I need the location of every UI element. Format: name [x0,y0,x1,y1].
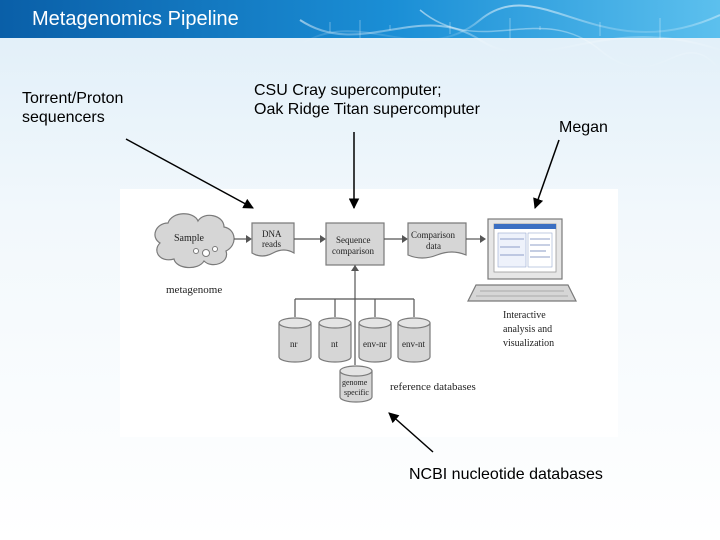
database-cylinder-nt [318,317,352,363]
interactive-label: visualization [503,338,554,349]
comparison-data-label: Comparison [411,230,455,240]
metagenome-label: metagenome [166,284,222,296]
genome-specific-label: genome [342,378,368,387]
flow-arrowhead [351,265,359,271]
database-cylinder-genome-specific [339,365,373,403]
database-label: nt [331,339,339,349]
supercomputer-label-line: CSU Cray supercomputer; [254,82,442,99]
ncbi-label: NCBI nucleotide databases [409,466,603,483]
pipeline-figure: Sample metagenome DNA reads Sequence com… [120,189,618,437]
database-label: nr [290,339,298,349]
interactive-label: Interactive [503,310,546,321]
database-cylinder-env-nt [397,317,431,363]
dna-reads-label: reads [262,239,281,249]
genome-specific-label: specific [344,388,369,397]
dna-reads-box [251,222,295,257]
flow-arrowhead [480,235,486,243]
computer-icon [467,218,577,302]
pipeline-diagram: Sample metagenome DNA reads Sequence com… [154,213,577,403]
comparison-data-label: data [426,241,441,251]
slide-title: Metagenomics Pipeline [32,8,239,30]
sample-cloud [154,213,235,269]
sequencers-label: Torrent/Proton sequencers [22,89,123,127]
cloud-dot [212,246,218,252]
supercomputer-label-line: Oak Ridge Titan supercomputer [254,101,480,118]
flow-arrowhead [246,235,252,243]
flow-arrowhead [402,235,408,243]
database-cylinder-env-nr [358,317,392,363]
cloud-dot [193,248,199,254]
sequence-comparison-label: Sequence [336,235,370,245]
supercomputer-label: CSU Cray supercomputer; Oak Ridge Titan … [254,81,480,119]
sequencers-label-line: Torrent/Proton [22,90,124,107]
megan-label: Megan [559,119,608,136]
database-label: env-nr [363,339,387,349]
interactive-label: analysis and [503,324,552,335]
database-cylinder-nr [278,317,312,363]
reference-databases-label: reference databases [390,381,476,393]
cloud-dot [202,249,210,257]
sequencers-label-line: sequencers [22,109,105,126]
sequence-comparison-label: comparison [332,246,374,256]
sample-label: Sample [174,233,205,244]
comparison-data-box [407,222,467,259]
sequence-comparison-box [325,222,385,266]
database-label: env-nt [402,339,425,349]
dna-reads-label: DNA [262,229,282,239]
flow-arrowhead [320,235,326,243]
